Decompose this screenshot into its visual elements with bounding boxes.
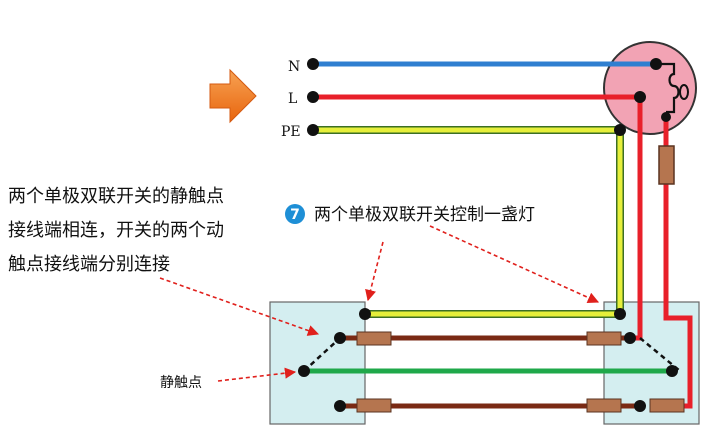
- switch-contact-link-left: [303, 337, 341, 372]
- lamp-filament-icon: [656, 62, 680, 114]
- lamp-holder: [603, 41, 697, 135]
- annotation-arrows: [159, 225, 600, 382]
- resistor: [658, 145, 675, 185]
- caption-badge: [285, 204, 305, 224]
- earth-wire: [313, 126, 624, 318]
- direction-arrow-icon: [209, 68, 257, 124]
- label-l: L: [288, 91, 297, 107]
- label-n: N: [288, 59, 300, 75]
- annotation-left-line2: 接线端相连，开关的两个动: [8, 220, 224, 241]
- caption-number: 7: [290, 207, 300, 223]
- annotation-left-line1: 两个单极双联开关的静触点: [8, 186, 224, 207]
- static-contact-label: 静触点: [160, 375, 202, 391]
- terminal-sleeves: [356, 331, 685, 413]
- annotation-left-line3: 触点接线端分别连接: [8, 254, 170, 275]
- label-pe: PE: [281, 124, 301, 140]
- caption-text: 两个单极双联开关控制一盏灯: [314, 205, 535, 225]
- terminals: [298, 58, 678, 412]
- lamp-return-wire: [663, 117, 693, 409]
